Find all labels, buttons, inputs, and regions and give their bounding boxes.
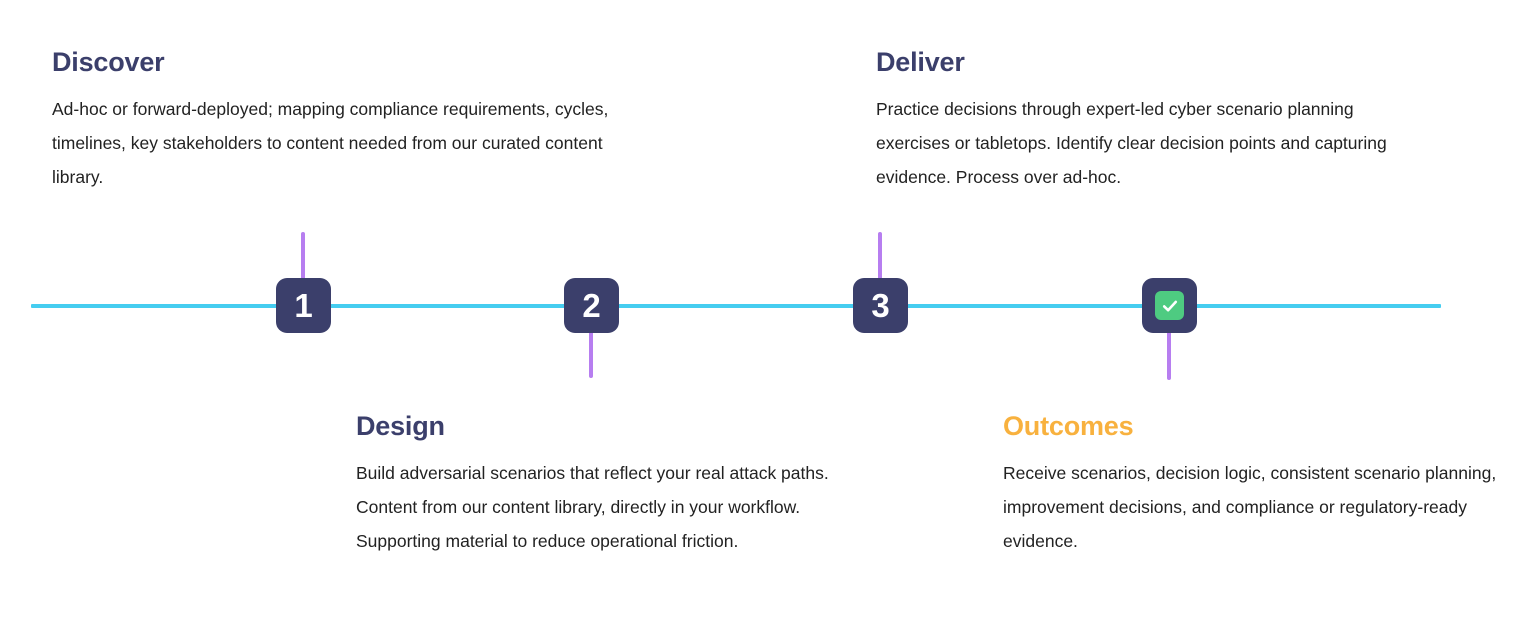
step-body-discover: Ad-hoc or forward-deployed; mapping comp… xyxy=(52,98,609,187)
check-icon xyxy=(1155,291,1184,320)
timeline-marker-3-label: 3 xyxy=(871,287,890,324)
timeline-marker-1[interactable]: 1 xyxy=(276,278,331,333)
timeline-marker-2[interactable]: 2 xyxy=(564,278,619,333)
step-title-design: Design xyxy=(356,411,445,441)
timeline-axis-line xyxy=(31,304,1441,308)
stem-marker-3 xyxy=(878,232,882,282)
step-title-deliver: Deliver xyxy=(876,47,965,77)
step-block-outcomes: Outcomes Receive scenarios, decision log… xyxy=(1003,411,1513,558)
step-body-design: Build adversarial scenarios that reflect… xyxy=(356,462,829,551)
timeline-marker-1-label: 1 xyxy=(294,287,313,324)
stem-marker-1 xyxy=(301,232,305,282)
step-title-discover: Discover xyxy=(52,47,165,77)
step-block-discover: Discover Ad-hoc or forward-deployed; map… xyxy=(52,47,632,194)
stem-marker-4 xyxy=(1167,330,1171,380)
timeline-marker-4-complete[interactable] xyxy=(1142,278,1197,333)
stem-marker-2 xyxy=(589,330,593,378)
step-block-deliver: Deliver Practice decisions through exper… xyxy=(876,47,1416,194)
timeline-marker-2-label: 2 xyxy=(582,287,601,324)
timeline-marker-3[interactable]: 3 xyxy=(853,278,908,333)
step-body-outcomes: Receive scenarios, decision logic, consi… xyxy=(1003,462,1497,551)
step-block-design: Design Build adversarial scenarios that … xyxy=(356,411,876,558)
step-body-deliver: Practice decisions through expert-led cy… xyxy=(876,98,1387,187)
step-title-outcomes: Outcomes xyxy=(1003,411,1134,441)
